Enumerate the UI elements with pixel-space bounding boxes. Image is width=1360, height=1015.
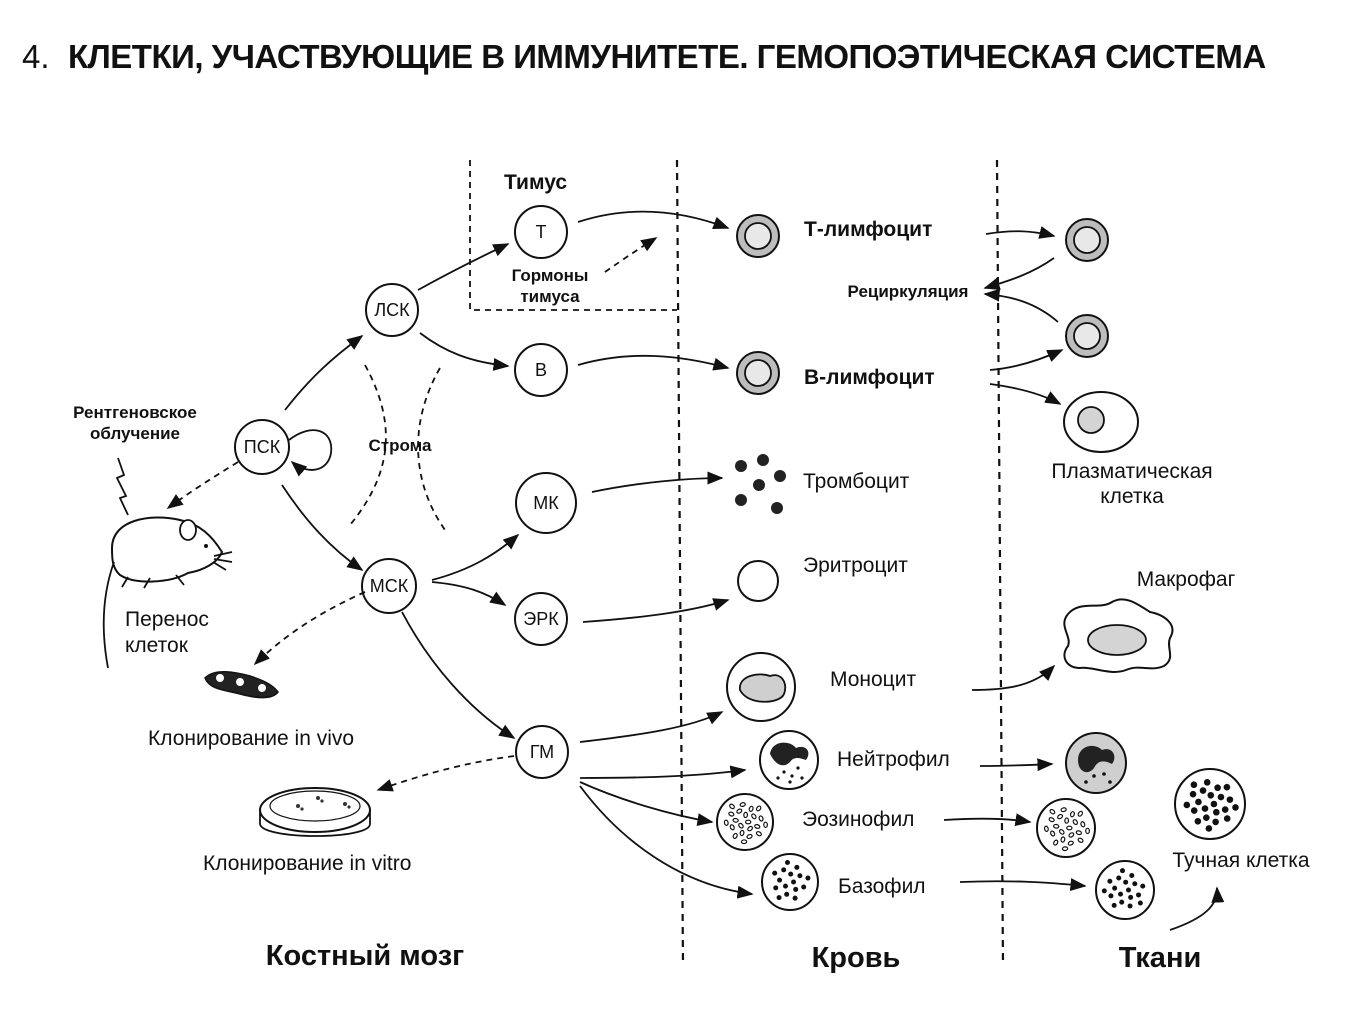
tissue-t-lymphocyte-cell	[1065, 218, 1109, 262]
xray-bolt-icon	[115, 457, 129, 516]
plasma-cell-label: Плазматическая	[1051, 460, 1212, 483]
arrow-neutrophil-tissue	[979, 758, 1054, 772]
t-lymphocyte-cell	[736, 214, 780, 258]
arrow-lsk-b	[419, 332, 510, 371]
arrow-eosinophil-tissue	[943, 813, 1032, 827]
arrow-monocyte-macrophage	[971, 664, 1056, 691]
xray-label: Рентгеновское	[73, 403, 197, 422]
b-progenitor-label: В	[535, 360, 547, 380]
basophil-label: Базофил	[838, 875, 926, 898]
basophil-cell	[761, 853, 819, 911]
msk-label: МСК	[370, 576, 409, 596]
erk-cell: ЭРК	[514, 592, 568, 646]
arrow-psk-msk	[281, 484, 364, 571]
arrow-gm-basophil	[579, 785, 754, 899]
mouse-icon	[102, 516, 233, 669]
arrow-b-plasma	[989, 383, 1062, 405]
arrow-b-blood	[577, 354, 730, 371]
arrow-b-tissue	[989, 349, 1064, 371]
erk-label: ЭРК	[523, 609, 559, 629]
mk-cell: МК	[515, 472, 577, 534]
thymus-box	[469, 160, 677, 311]
msk-cell: МСК	[361, 558, 417, 614]
arrow-psk-mouse	[166, 461, 239, 509]
b-progenitor-cell: В	[514, 343, 568, 397]
mk-label: МК	[533, 493, 559, 513]
arrow-mk-blood	[591, 471, 724, 493]
neutrophil-cell	[759, 730, 819, 790]
arrow-gm-eosinophil	[579, 781, 714, 826]
erythrocyte-label: Эритроцит	[803, 554, 908, 577]
arrow-t-tissue	[985, 226, 1056, 239]
arrow-t-blood	[577, 210, 730, 229]
plasma-cell	[1063, 391, 1139, 453]
arrow-gm-dish	[376, 755, 515, 792]
arrow-erk-blood	[582, 598, 730, 623]
platelet-label: Тромбоцит	[803, 470, 910, 493]
self-renewal-arrow	[288, 429, 333, 477]
arrow-gm-neutrophil	[579, 765, 747, 779]
thymus-hormones-label-2: тимуса	[520, 287, 580, 306]
arrow-mast-label	[1169, 886, 1225, 931]
arrow-gm-monocyte	[579, 711, 724, 743]
xray-label-2: облучение	[90, 424, 180, 443]
eosinophil-label: Эозинофил	[802, 808, 914, 831]
stroma-left-arc	[349, 364, 387, 526]
b-lymphocyte-label: В-лимфоцит	[804, 366, 935, 389]
tissue-basophil-cell	[1095, 860, 1155, 920]
divider-marrow-blood	[675, 159, 685, 966]
thymus-hormones-arrow	[604, 237, 658, 273]
mast-cell-label: Тучная клетка	[1172, 849, 1309, 872]
t-lymphocyte-label: Т-лимфоцит	[804, 218, 932, 241]
clone-vivo-label: Клонирование in vivo	[148, 727, 354, 750]
platelet-cluster	[735, 454, 786, 514]
thymus-hormones-label: Гормоны	[512, 266, 589, 285]
gm-cell: ГМ	[515, 725, 569, 779]
title-number: 4.	[22, 38, 50, 75]
b-lymphocyte-cell	[736, 351, 780, 395]
plasma-cell-label-2: клетка	[1100, 485, 1164, 508]
macrophage-cell	[1063, 598, 1174, 673]
stroma-label: Строма	[369, 436, 432, 455]
recirculation-label: Рециркуляция	[848, 282, 969, 301]
section-bone-marrow: Костный мозг	[266, 940, 464, 972]
spleen-icon	[204, 671, 279, 699]
clone-vitro-label: Клонирование in vitro	[203, 852, 411, 875]
transfer-label: Перенос	[125, 608, 209, 631]
arrow-msk-gm	[401, 611, 516, 739]
tissue-b-lymphocyte-cell	[1065, 314, 1109, 358]
lsk-label: ЛСК	[374, 300, 410, 320]
neutrophil-label: Нейтрофил	[837, 748, 950, 771]
arrow-recirc-back-1	[983, 257, 1055, 291]
psk-cell: ПСК	[234, 419, 290, 475]
mouse-tail	[102, 561, 115, 669]
monocyte-cell	[726, 652, 796, 722]
arrow-basophil-tissue	[959, 878, 1087, 891]
t-progenitor-cell: Т	[514, 205, 568, 259]
arrow-recirc-back-2	[983, 288, 1059, 323]
lsk-cell: ЛСК	[365, 283, 419, 337]
thymus-label: Тимус	[504, 171, 567, 194]
tissue-eosinophil-cell	[1036, 798, 1096, 858]
arrow-msk-mk	[431, 533, 520, 581]
t-progenitor-label: Т	[536, 222, 547, 242]
macrophage-label: Макрофаг	[1137, 568, 1236, 591]
eosinophil-cell	[716, 793, 774, 851]
arrow-msk-spleen	[253, 591, 366, 666]
arrow-lsk-t	[417, 243, 510, 291]
petri-dish-icon	[259, 787, 371, 837]
tissue-neutrophil-cell	[1065, 732, 1127, 794]
section-blood: Кровь	[812, 942, 901, 974]
monocyte-label: Моноцит	[830, 668, 916, 691]
mast-cell	[1174, 768, 1246, 840]
arrow-psk-lsk	[284, 335, 364, 411]
psk-label: ПСК	[244, 437, 281, 457]
gm-label: ГМ	[530, 742, 554, 762]
arrow-msk-erk	[431, 581, 507, 606]
page-title: КЛЕТКИ, УЧАСТВУЮЩИЕ В ИММУНИТЕТЕ. ГЕМОПО…	[68, 38, 1266, 75]
erythrocyte-cell	[737, 560, 779, 602]
section-tissues: Ткани	[1119, 942, 1202, 974]
divider-blood-tissue	[995, 159, 1005, 966]
transfer-label-2: клеток	[125, 634, 189, 657]
